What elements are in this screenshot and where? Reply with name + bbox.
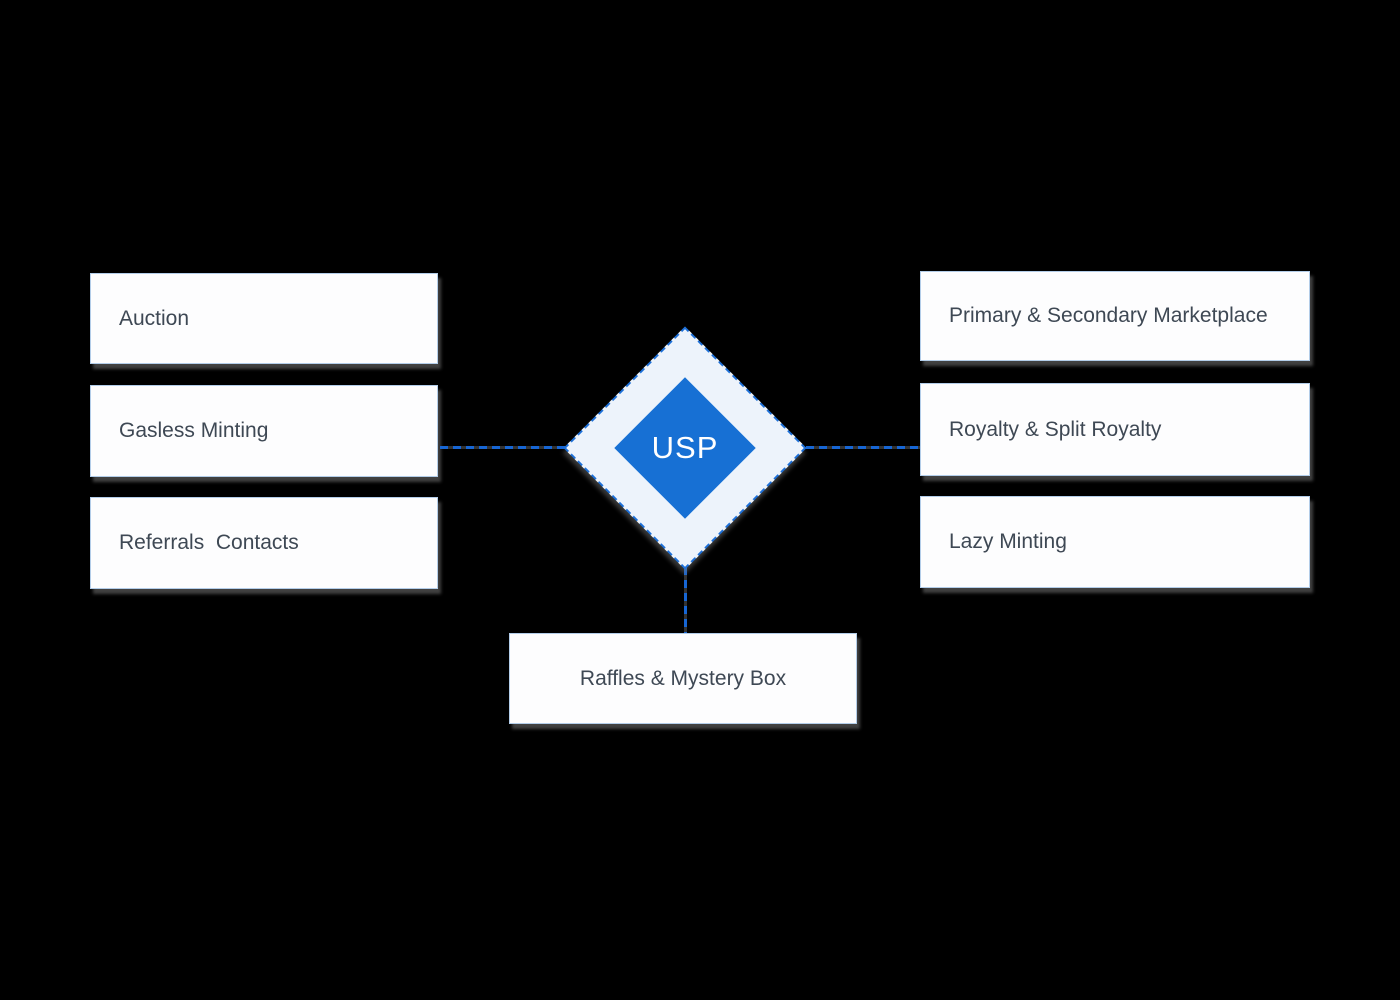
connector-right bbox=[806, 446, 920, 449]
node-lazy-minting: Lazy Minting bbox=[920, 496, 1310, 588]
node-primary-secondary-marketplace: Primary & Secondary Marketplace bbox=[920, 271, 1310, 361]
node-lazy-minting-label: Lazy Minting bbox=[949, 530, 1067, 554]
node-referrals-contacts-label: Referrals Contacts bbox=[119, 531, 299, 555]
connector-bottom bbox=[684, 567, 687, 633]
node-royalty-split-royalty-label: Royalty & Split Royalty bbox=[949, 417, 1162, 441]
node-gasless-minting: Gasless Minting bbox=[90, 385, 438, 477]
node-royalty-split-royalty: Royalty & Split Royalty bbox=[920, 383, 1310, 476]
node-gasless-minting-label: Gasless Minting bbox=[119, 419, 269, 443]
node-primary-secondary-marketplace-label: Primary & Secondary Marketplace bbox=[949, 304, 1268, 328]
node-raffles-mystery-box: Raffles & Mystery Box bbox=[509, 633, 857, 724]
connector-left bbox=[440, 446, 566, 449]
node-raffles-mystery-box-label: Raffles & Mystery Box bbox=[579, 666, 787, 690]
node-auction: Auction bbox=[90, 273, 438, 364]
node-referrals-contacts: Referrals Contacts bbox=[90, 497, 438, 589]
usp-label: USP bbox=[651, 430, 719, 465]
node-auction-label: Auction bbox=[119, 306, 190, 330]
